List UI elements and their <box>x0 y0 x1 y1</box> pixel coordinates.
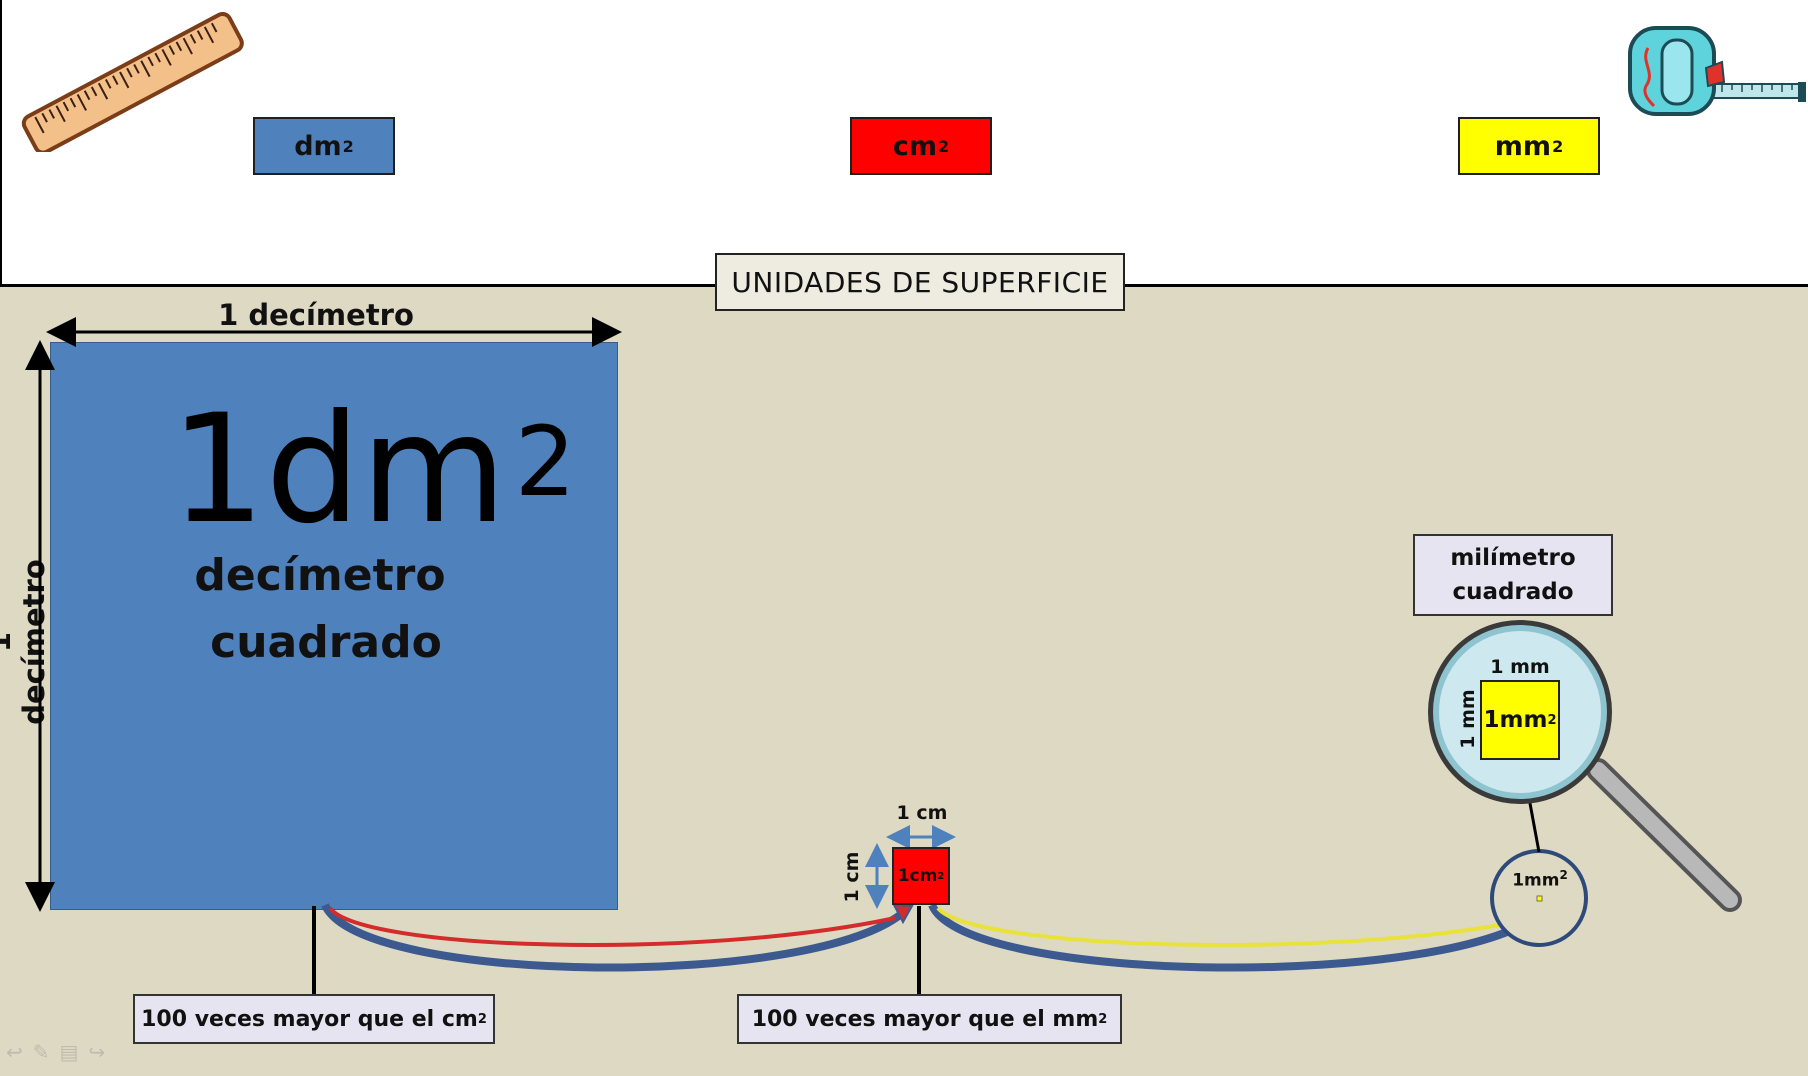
back-icon[interactable]: ↩ <box>6 1040 23 1064</box>
dm2-button-exponent: 2 <box>342 136 354 156</box>
dm2-button-label: dm <box>294 130 342 162</box>
cm2-button-exponent: 2 <box>938 136 950 156</box>
centimeter-side-dimension: 1 cm <box>841 851 863 903</box>
callout-cm-vs-mm-exponent: 2 <box>1098 1011 1108 1027</box>
cm2-button-label: cm <box>892 130 937 162</box>
square-centimeter-label: 1cm <box>897 866 938 886</box>
small-millimeter-label: 1mm2 <box>1500 868 1580 891</box>
millimeter-name-line1: milímetro <box>1450 545 1576 571</box>
millimeter-name-box: milímetro cuadrado <box>1413 534 1613 616</box>
pen-icon[interactable]: ✎ <box>32 1040 50 1064</box>
square-decimeter-label-exponent: 2 <box>514 406 576 518</box>
decimeter-name-line1: decímetro <box>194 550 446 601</box>
small-millimeter-label-text: 1mm <box>1512 870 1560 891</box>
millimeter-name-line2: cuadrado <box>1452 579 1574 605</box>
square-decimeter-label: 1dm2 <box>170 395 590 545</box>
square-centimeter-exponent: 2 <box>937 870 945 882</box>
forward-icon[interactable]: ↪ <box>88 1040 106 1064</box>
decimeter-name-line2: cuadrado <box>210 617 442 668</box>
small-millimeter-label-exponent: 2 <box>1559 868 1568 882</box>
slideshow-nav: ↩ ✎ ▤ ↪ <box>6 1040 105 1064</box>
square-decimeter-shape[interactable] <box>50 342 618 910</box>
connector-arrows <box>25 317 1742 994</box>
square-millimeter-label: 1mm <box>1483 707 1548 733</box>
square-decimeter-label-text: 1dm <box>170 383 507 557</box>
page-title: UNIDADES DE SUPERFICIE <box>715 253 1125 311</box>
millimeter-top-dimension: 1 mm <box>1490 656 1550 678</box>
ruler-icon <box>21 12 244 152</box>
tape-measure-icon <box>1628 26 1806 116</box>
mm2-button-exponent: 2 <box>1552 136 1564 156</box>
centimeter-top-dimension: 1 cm <box>896 802 948 824</box>
callout-dm-vs-cm-exponent: 2 <box>477 1011 487 1027</box>
callout-dm-vs-cm-text: 100 veces mayor que el cm <box>141 1006 478 1032</box>
menu-icon[interactable]: ▤ <box>59 1040 79 1064</box>
millimeter-side-dimension: 1 mm <box>1457 689 1479 749</box>
mm2-button-label: mm <box>1494 130 1552 162</box>
square-millimeter-exponent: 2 <box>1547 712 1557 728</box>
callout-cm-vs-mm-text: 100 veces mayor que el mm <box>751 1006 1099 1032</box>
